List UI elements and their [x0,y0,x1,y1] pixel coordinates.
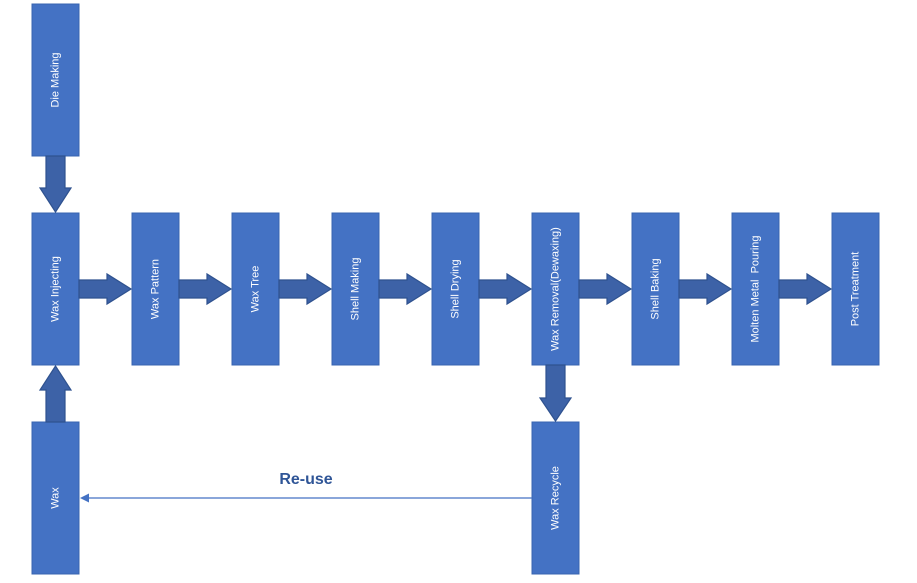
step-wax-box [31,421,80,575]
step-die-making: Die Making [31,3,80,157]
step-shell-drying-label: Shell Drying [450,259,462,318]
reuse-label: Re-use [279,471,332,488]
arrow-pouring-to-post-treatment [778,272,833,306]
arrow-injecting-to-pattern [78,272,133,306]
step-post-treatment-label: Post Treatment [850,252,862,327]
step-wax-label: Wax [50,487,62,509]
step-molten-metal-pouring: Molten Metal Pouring [731,212,780,366]
arrow-pattern-to-tree [178,272,233,306]
step-shell-making-label: Shell Making [350,258,362,321]
step-shell-making-box [331,212,380,366]
step-shell-baking-label: Shell Baking [650,258,662,319]
step-post-treatment-box [831,212,880,366]
step-wax: Wax [31,421,80,575]
step-wax-removal: Wax Removal(Dewaxing) [531,212,580,366]
arrow-wax-to-injecting [38,364,73,423]
arrow-die-to-injecting [38,155,73,214]
step-wax-recycle-label: Wax Recycle [550,466,562,530]
arrow-shell-making-to-drying [378,272,433,306]
step-wax-removal-label: Wax Removal(Dewaxing) [550,227,562,351]
step-wax-injecting-box [31,212,80,366]
step-wax-tree-box [231,212,280,366]
step-wax-pattern-box [131,212,180,366]
arrow-drying-to-removal [478,272,533,306]
reuse-arrow-head [80,493,89,503]
step-shell-drying: Shell Drying [431,212,480,366]
step-die-making-box [31,3,80,157]
step-wax-tree: Wax Tree [231,212,280,366]
step-wax-recycle-box [531,421,580,575]
step-wax-injecting: Wax Injecting [31,212,80,366]
step-wax-tree-label: Wax Tree [250,266,262,313]
step-wax-pattern: Wax Pattern [131,212,180,366]
arrow-tree-to-shell-making [278,272,333,306]
step-post-treatment: Post Treatment [831,212,880,366]
step-wax-pattern-label: Wax Pattern [150,259,162,319]
step-molten-metal-pouring-label: Molten Metal Pouring [750,236,762,343]
arrow-removal-to-baking [578,272,633,306]
step-shell-baking: Shell Baking [631,212,680,366]
step-wax-injecting-label: Wax Injecting [50,256,62,322]
step-shell-making: Shell Making [331,212,380,366]
arrow-baking-to-pouring [678,272,733,306]
step-shell-drying-box [431,212,480,366]
step-die-making-label: Die Making [50,52,62,107]
step-wax-recycle: Wax Recycle [531,421,580,575]
arrow-removal-to-recycle [538,364,573,423]
